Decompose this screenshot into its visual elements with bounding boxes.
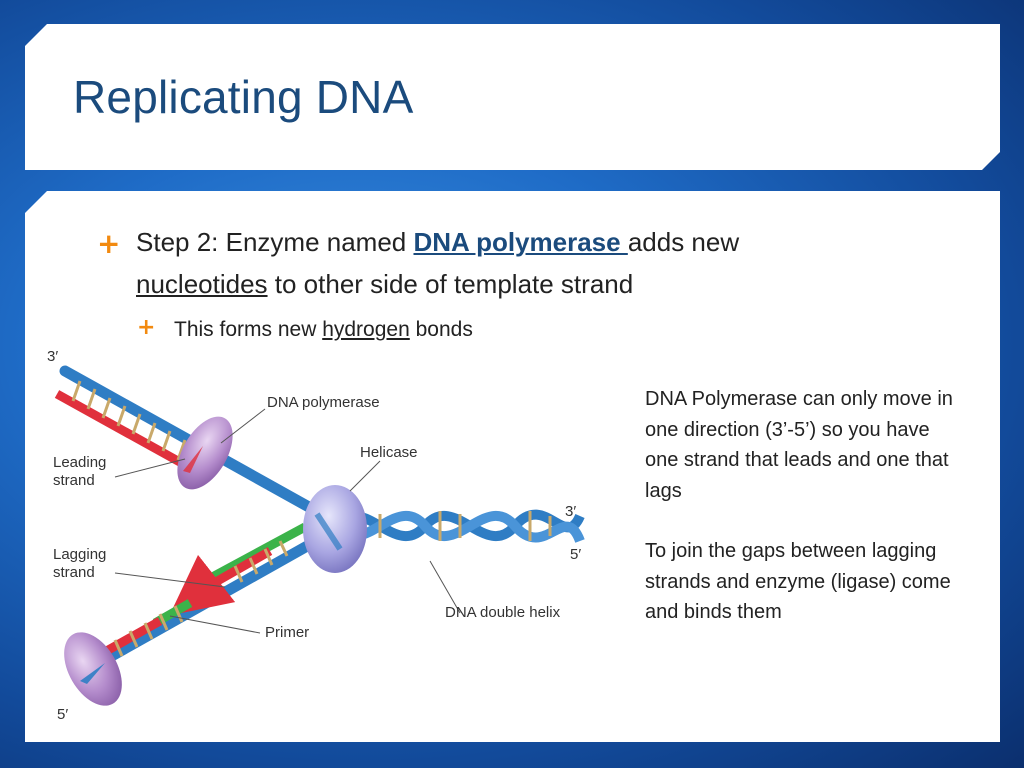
helicase-enzyme [303,485,367,573]
note-paragraph-1: DNA Polymerase can only move in one dire… [645,388,953,502]
note-paragraph-2: To join the gaps between lagging strands… [645,540,951,623]
sub-bullet-line: This forms new hydrogen bonds [174,318,473,342]
title-panel [25,24,1000,170]
label-dna-double-helix: DNA double helix [445,604,561,621]
step-suffix: to other side of template strand [267,269,634,299]
slide-title: Replicating DNA [73,71,414,123]
label-5-prime-bottom: 5′ [57,706,68,723]
sub-suffix: bonds [409,318,473,341]
label-3-prime-right: 3′ [565,503,576,520]
step-line-1: Step 2: Enzyme named DNA polymerase adds… [136,227,739,258]
dna-replication-diagram: 3′ DNA polymerase Leading strand Helicas… [47,351,585,723]
side-note: DNA Polymerase can only move in one dire… [645,384,965,658]
label-helicase: Helicase [360,444,418,461]
label-lagging-strand: strand [53,564,95,581]
label-leading-strand: strand [53,472,95,489]
double-helix [331,509,585,544]
step-line-2: nucleotides to other side of template st… [136,269,633,300]
dna-polymerase-link[interactable]: DNA polymerase [413,227,628,257]
bullet-plus-icon: + [97,227,121,260]
nucleotides-link[interactable]: nucleotides [136,269,268,299]
step-prefix: Step 2: Enzyme named [136,227,414,257]
dna-polymerase-enzyme-lower [64,632,122,706]
sub-bullet-plus-icon: + [137,315,156,340]
label-primer: Primer [265,624,309,641]
label-leading: Leading [53,454,106,471]
lower-arm [64,523,331,706]
upper-arm [54,365,331,522]
dna-polymerase-enzyme-upper [177,416,233,490]
label-3-prime-top: 3′ [47,351,58,365]
hydrogen-link[interactable]: hydrogen [322,318,410,341]
label-5-prime-right: 5′ [570,546,581,563]
content-panel: + Step 2: Enzyme named DNA polymerase ad… [25,191,1000,742]
step-middle: adds new [627,227,740,257]
label-dna-polymerase: DNA polymerase [267,394,380,411]
label-lagging: Lagging [53,546,106,563]
sub-prefix: This forms new [174,318,323,341]
